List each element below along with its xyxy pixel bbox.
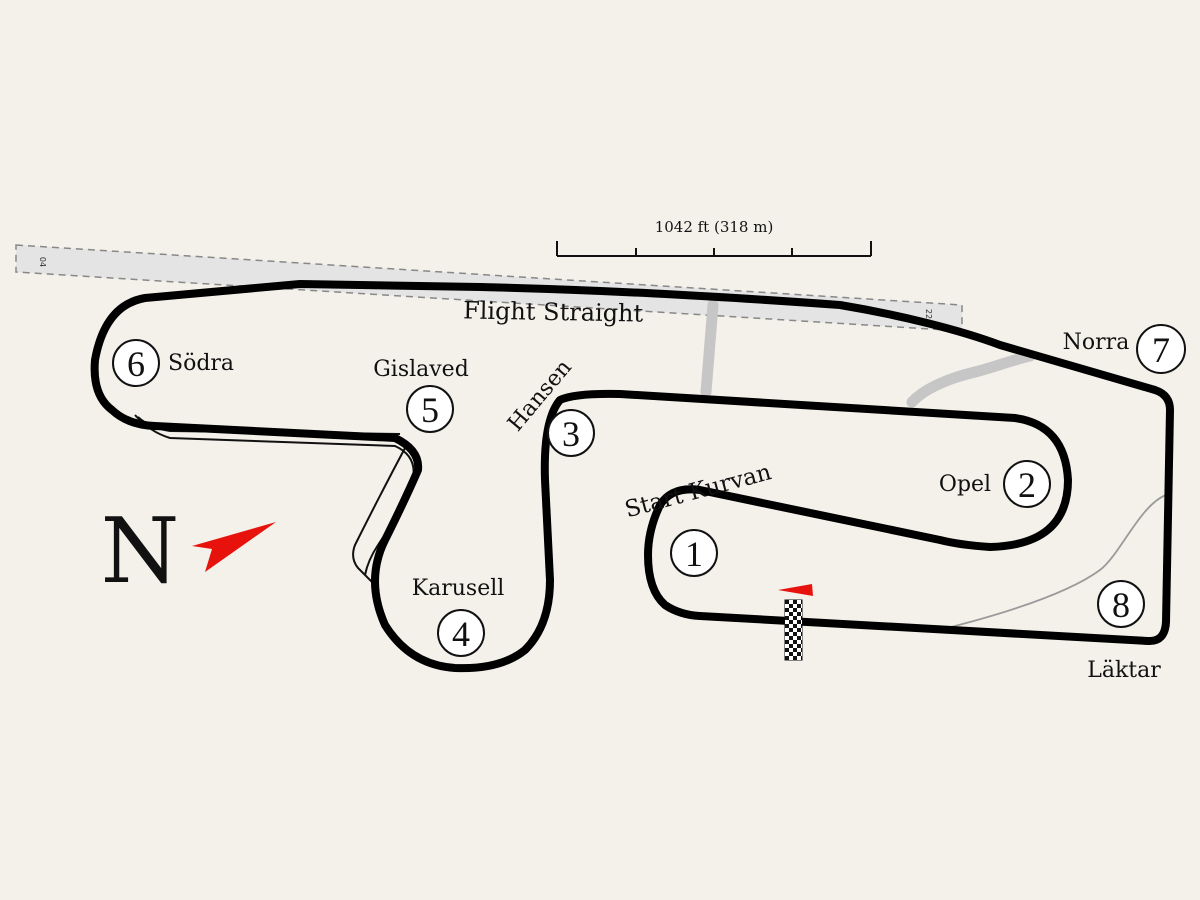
corner-number: 7 xyxy=(1152,330,1170,370)
corner-6: 6 Södra xyxy=(112,339,234,387)
corner-5: Gislaved 5 xyxy=(373,357,469,433)
start-finish-line xyxy=(778,584,813,661)
service-roads xyxy=(700,299,1167,629)
corner-name: Opel xyxy=(939,472,991,497)
corner-name: Norra xyxy=(1063,330,1130,355)
corner-number: 5 xyxy=(421,390,439,430)
corner-name: Södra xyxy=(168,351,234,376)
runway-end-label-22: 22 xyxy=(924,309,933,319)
corner-name: Gislaved xyxy=(373,357,469,382)
corner-number: 8 xyxy=(1112,585,1130,625)
scale-bar xyxy=(556,241,872,257)
corner-number: 1 xyxy=(685,534,703,574)
corner-3: Hansen 3 xyxy=(503,355,595,457)
corner-number: 3 xyxy=(562,414,580,454)
flight-straight-label: Flight Straight xyxy=(463,296,644,327)
corner-4: Karusell 4 xyxy=(412,576,505,657)
circuit-track xyxy=(90,280,1174,673)
corner-number: 2 xyxy=(1018,465,1036,505)
corner-7: Norra 7 xyxy=(1063,324,1186,374)
start-flag-icon xyxy=(778,584,813,596)
north-letter: N xyxy=(101,499,180,604)
scale-bar-label: 1042 ft (318 m) xyxy=(655,218,774,236)
corner-name: Läktar xyxy=(1087,658,1161,683)
corner-name: Karusell xyxy=(412,576,505,601)
corner-8: 8 Läktar xyxy=(1087,580,1161,683)
corner-number: 4 xyxy=(452,614,470,654)
corner-name: Start Kurvan xyxy=(622,459,774,523)
corner-number: 6 xyxy=(127,344,145,384)
corner-2: Opel 2 xyxy=(939,460,1051,508)
north-arrow-icon xyxy=(192,522,276,572)
runway-end-label-04: 04 xyxy=(38,257,47,267)
